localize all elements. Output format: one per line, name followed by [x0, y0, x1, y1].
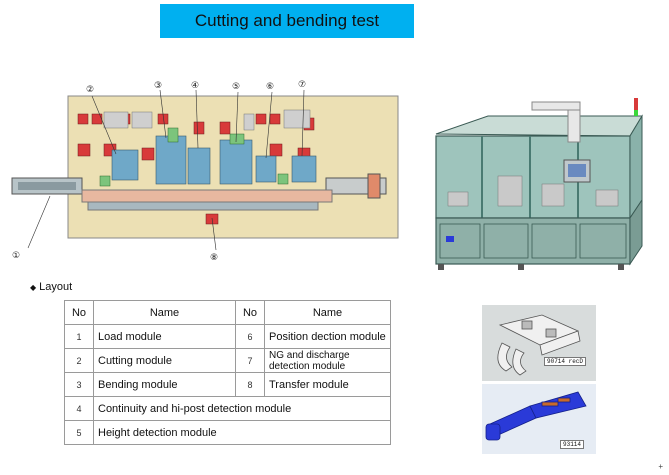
- callout-2: ②: [86, 85, 94, 95]
- row-no: 4: [64, 396, 94, 421]
- photo-label-1: 90714 recD: [544, 357, 587, 366]
- table-row: 1 Load module 6 Position dection module: [64, 324, 391, 349]
- row-no: 8: [235, 372, 265, 397]
- callout-8: ⑧: [210, 253, 218, 263]
- row-name: Height detection module: [93, 420, 391, 445]
- callout-3: ③: [154, 81, 162, 91]
- row-name: Continuity and hi-post detection module: [93, 396, 391, 421]
- callout-1: ①: [12, 251, 20, 261]
- corner-mark: +: [658, 462, 663, 471]
- row-no: 3: [64, 372, 94, 397]
- part-photo-connector: 93114: [482, 384, 596, 454]
- callout-4: ④: [191, 81, 199, 91]
- terminal-drawing: [482, 305, 596, 381]
- row-name: Cutting module: [93, 348, 236, 373]
- photo-label-2: 93114: [560, 440, 585, 449]
- table-header-row: No Name No Name: [64, 300, 391, 325]
- row-no: 5: [64, 420, 94, 445]
- callout-6: ⑥: [266, 82, 274, 92]
- row-no: 2: [64, 348, 94, 373]
- header-no-right: No: [235, 300, 265, 325]
- connector-drawing: [482, 384, 596, 454]
- module-table: No Name No Name 1 Load module 6 Position…: [64, 300, 391, 445]
- callout-5: ⑤: [232, 82, 240, 92]
- machine-render: [435, 98, 643, 270]
- slide-title: Cutting and bending test: [160, 4, 414, 38]
- layout-heading-text: Layout: [39, 281, 73, 293]
- row-name: Load module: [93, 324, 236, 349]
- callout-7: ⑦: [298, 80, 306, 90]
- row-name: Transfer module: [264, 372, 391, 397]
- part-photo-terminal: 90714 recD: [482, 305, 596, 381]
- slide-title-text: Cutting and bending test: [194, 11, 380, 30]
- layout-drawing: ① ② ③ ④ ⑤ ⑥ ⑦ ⑧: [11, 80, 399, 263]
- table-row: 2 Cutting module 7 NG and discharge dete…: [64, 348, 391, 373]
- layout-heading: ◆Layout: [30, 281, 72, 293]
- row-no: 6: [235, 324, 265, 349]
- header-no-left: No: [64, 300, 94, 325]
- row-name: NG and discharge detection module: [264, 348, 391, 373]
- table-row: 4 Continuity and hi-post detection modul…: [64, 396, 391, 421]
- header-name-left: Name: [93, 300, 236, 325]
- diamond-bullet-icon: ◆: [30, 283, 37, 292]
- row-name: Bending module: [93, 372, 236, 397]
- table-row: 3 Bending module 8 Transfer module: [64, 372, 391, 397]
- table-row: 5 Height detection module: [64, 420, 391, 445]
- row-no: 7: [235, 348, 265, 373]
- row-name: Position dection module: [264, 324, 391, 349]
- header-name-right: Name: [264, 300, 391, 325]
- row-no: 1: [64, 324, 94, 349]
